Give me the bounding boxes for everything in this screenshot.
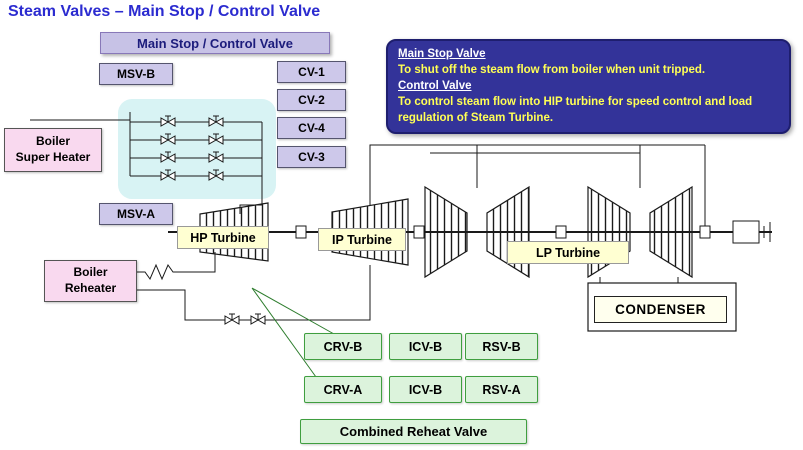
label-ip-turbine: IP Turbine xyxy=(318,228,406,251)
label-boiler-reheater: Boiler Reheater xyxy=(44,260,137,302)
label-cv-3: CV-3 xyxy=(277,146,346,168)
info-cv-text: To control steam flow into HIP turbine f… xyxy=(398,96,753,125)
label-cv-2: CV-2 xyxy=(277,89,346,111)
label-cv-4: CV-4 xyxy=(277,117,346,139)
info-msv-heading: Main Stop Valve xyxy=(398,48,486,60)
reheat-valve-leader-lines xyxy=(251,287,335,378)
label-msv-a: MSV-A xyxy=(99,203,173,225)
boiler-super-heater-line1: Boiler xyxy=(35,134,70,149)
label-cv-1: CV-1 xyxy=(277,61,346,83)
label-boiler-super-heater: Boiler Super Heater xyxy=(4,128,102,172)
label-combined-reheat-valve: Combined Reheat Valve xyxy=(300,419,527,444)
shaft-bearings xyxy=(295,220,771,244)
reheater-spring-symbol xyxy=(140,263,175,281)
boiler-reheater-line2: Reheater xyxy=(64,281,117,295)
label-msv-b: MSV-B xyxy=(99,63,173,85)
page-title: Steam Valves – Main Stop / Control Valve xyxy=(8,3,321,20)
lp1-left-shape xyxy=(424,185,468,279)
main-stop-control-valve-header: Main Stop / Control Valve xyxy=(100,32,330,54)
label-lp-turbine: LP Turbine xyxy=(507,241,629,264)
info-box: Main Stop Valve To shut off the steam fl… xyxy=(386,39,791,135)
lp2-right-shape xyxy=(649,185,693,279)
steam-piping xyxy=(30,112,706,321)
label-icv-b-row2: ICV-B xyxy=(389,376,462,403)
label-hp-turbine: HP Turbine xyxy=(177,226,269,249)
shaft-end-coupling xyxy=(732,220,760,244)
label-crv-b: CRV-B xyxy=(304,333,382,360)
label-condenser: CONDENSER xyxy=(594,296,727,323)
label-crv-a: CRV-A xyxy=(304,376,382,403)
label-rsv-b: RSV-B xyxy=(465,333,538,360)
info-cv-heading: Control Valve xyxy=(398,80,472,93)
label-icv-b-row1: ICV-B xyxy=(389,333,462,360)
valve-region-highlight xyxy=(118,99,276,199)
boiler-reheater-line1: Boiler xyxy=(73,265,108,280)
boiler-super-heater-line2: Super Heater xyxy=(15,150,91,164)
info-msv-text: To shut off the steam flow from boiler w… xyxy=(398,64,706,77)
label-rsv-a: RSV-A xyxy=(465,376,538,403)
